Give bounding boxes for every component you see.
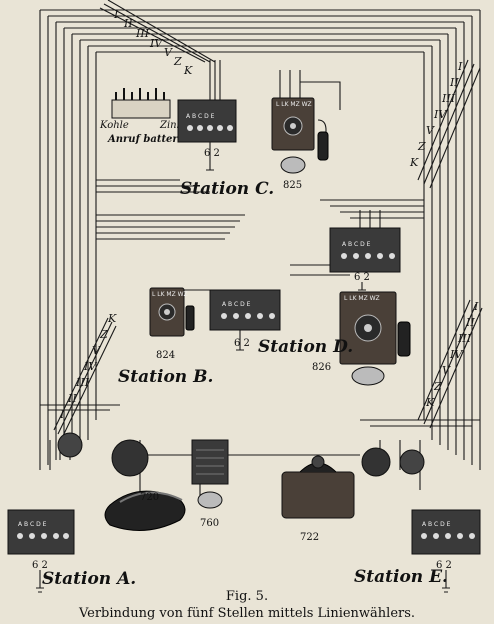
line-label-Z-rl: Z (433, 380, 442, 393)
jack-labels-D: L LK MZ WZ (344, 295, 380, 302)
line-label-K-top: K (183, 64, 193, 77)
line-label-V-left: V (92, 344, 101, 357)
switch-letters-B: A B C D E (222, 301, 251, 308)
apparatus-824: 824 (156, 350, 175, 361)
line-label-II-rl: II (465, 316, 475, 329)
station-E-label: Station E. (354, 567, 448, 587)
line-label-I-top: I (113, 8, 119, 21)
line-label-III-ru: III (441, 92, 456, 105)
apparatus-826: 826 (312, 362, 331, 373)
switch-letters-E: A B C D E (422, 521, 451, 528)
line-label-IV-ru: IV (433, 108, 447, 121)
switch-numbers-D: 6 2 (354, 272, 370, 283)
telephone-720: 720 (104, 490, 186, 531)
line-label-II-top: II (123, 17, 133, 30)
line-labels-top: I II III IV V Z K (113, 8, 193, 77)
battery-caption: Anruf batterie (107, 134, 188, 145)
figure-number: Fig. 5. (226, 589, 268, 604)
rosettes-A (57, 432, 149, 477)
line-selector-A: A B C D E 6 2 (7, 509, 75, 571)
apparatus-825: 825 (283, 180, 302, 191)
line-label-K-left: K (107, 312, 117, 325)
switch-numbers-E: 6 2 (436, 560, 452, 571)
line-label-III-left: III (75, 376, 90, 389)
telephone-722: 722 (281, 455, 355, 543)
bell-760: 760 (191, 439, 229, 529)
line-label-IV-left: IV (83, 360, 97, 373)
figure-caption: Verbindung von fünf Stellen mittels Lini… (78, 606, 415, 621)
switch-numbers-A: 6 2 (32, 560, 48, 571)
line-selector-E: A B C D E 6 2 (411, 509, 481, 571)
line-label-IV-rl: IV (449, 348, 463, 361)
station-D-label: Station D. (258, 337, 353, 357)
call-battery: Kohle Zink Anruf batterie (99, 88, 188, 145)
line-label-V-top: V (164, 46, 173, 59)
telephone-824: L LK MZ WZ 824 (149, 287, 195, 361)
line-label-Z-ru: Z (417, 140, 426, 153)
line-label-I-left: I (59, 408, 65, 421)
line-label-III-top: III (135, 27, 150, 40)
line-label-II-left: II (67, 392, 77, 405)
wire-bundle-left (39, 10, 97, 470)
apparatus-760: 760 (200, 518, 219, 529)
line-label-K-rl: K (425, 396, 435, 409)
rosettes-E (361, 447, 425, 477)
wire-bundle-top (40, 9, 480, 53)
line-label-I-ru: I (457, 60, 463, 73)
line-selector-C: A B C D E 6 2 (177, 99, 237, 171)
switch-numbers-B: 6 2 (234, 338, 250, 349)
switch-numbers-C: 6 2 (204, 148, 220, 159)
line-label-V-rl: V (442, 364, 451, 377)
line-label-V-ru: V (426, 124, 435, 137)
line-labels-right-upper: I II III IV V Z K (409, 60, 463, 169)
line-selector-B: A B C D E 6 2 (209, 289, 281, 349)
battery-label-right: Zink (159, 120, 183, 131)
telephone-825: L LK MZ WZ 825 (271, 97, 329, 191)
ground-symbols (36, 282, 450, 593)
line-label-II-ru: II (449, 76, 459, 89)
line-label-Z-top: Z (173, 55, 182, 68)
line-labels-left: K Z V IV III II I (59, 312, 117, 421)
line-label-III-rl: III (457, 332, 472, 345)
jack-labels-C: L LK MZ WZ (276, 101, 312, 108)
battery-label-left: Kohle (99, 120, 129, 131)
switch-letters-D: A B C D E (342, 241, 371, 248)
switch-letters-A: A B C D E (18, 521, 47, 528)
jack-labels-B: L LK MZ WZ (152, 291, 188, 298)
wire-bundle-right (423, 10, 481, 470)
station-C-label: Station C. (180, 179, 274, 199)
switch-letters-C: A B C D E (186, 113, 215, 120)
line-label-IV-top: IV (149, 37, 163, 50)
line-labels-right-lower: I II III IV V Z K (425, 300, 479, 409)
diagonal-bundle-top (99, 0, 216, 63)
line-label-K-ru: K (409, 156, 419, 169)
apparatus-720: 720 (140, 492, 159, 503)
apparatus-722: 722 (300, 532, 319, 543)
station-A-label: Station A. (42, 569, 136, 589)
line-label-Z-left: Z (99, 328, 108, 341)
diagonal-bundle-left (53, 317, 117, 439)
station-B-label: Station B. (118, 367, 213, 387)
diagonal-bundle-right (417, 59, 483, 429)
telephone-826: L LK MZ WZ 826 (312, 291, 411, 386)
line-selector-D: A B C D E 6 2 (329, 227, 401, 283)
line-label-I-rl: I (473, 300, 479, 313)
